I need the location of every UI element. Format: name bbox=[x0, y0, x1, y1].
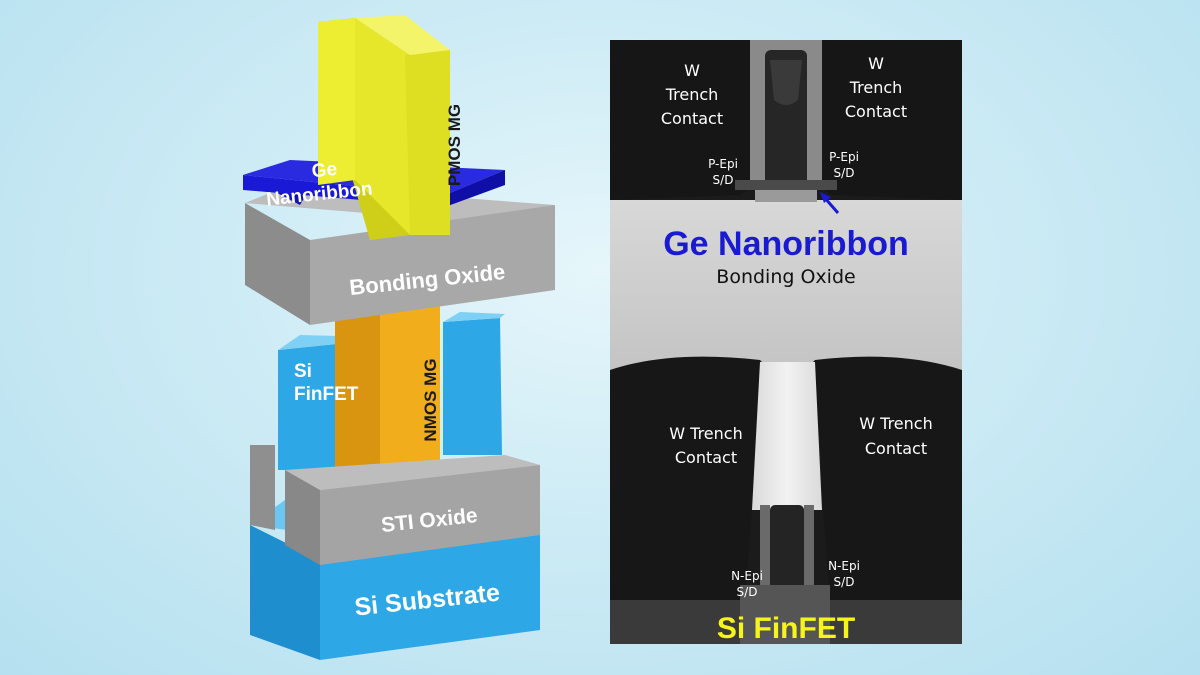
finfet-label-line2: FinFET bbox=[294, 384, 359, 405]
pmos-mg-label: PMOS MG bbox=[445, 104, 464, 186]
tem-top-right-contact-line2: Trench bbox=[849, 78, 903, 97]
tem-bottom-left-contact-line1: W Trench bbox=[669, 424, 742, 443]
tem-top-left-contact-line1: W bbox=[684, 61, 700, 80]
tem-si-finfet-label: Si FinFET bbox=[717, 612, 855, 644]
tem-top-left-contact bbox=[610, 40, 757, 200]
tem-p-epi-right-line1: P-Epi bbox=[829, 150, 859, 164]
tem-bottom-left-contact-line2: Contact bbox=[675, 448, 737, 467]
nmos-gate-block bbox=[335, 303, 440, 475]
si-label-line1: Si bbox=[294, 361, 312, 382]
tem-n-epi-left-line2: S/D bbox=[737, 585, 758, 599]
tem-p-epi-left-line2: S/D bbox=[713, 173, 734, 187]
tem-bonding-oxide bbox=[610, 200, 962, 370]
tem-image: W Trench Contact W Trench Contact P-Epi … bbox=[610, 40, 962, 644]
tem-top-left-contact-line2: Trench bbox=[665, 85, 719, 104]
sti-oxide-block bbox=[250, 445, 540, 565]
tem-top-right-contact bbox=[814, 40, 962, 200]
tem-bottom-right-contact bbox=[805, 356, 962, 600]
tem-bottom-left-contact bbox=[610, 356, 770, 600]
tem-p-epi-left-line1: P-Epi bbox=[708, 157, 738, 171]
tem-n-epi-right-line2: S/D bbox=[834, 575, 855, 589]
tem-top-right-contact-line1: W bbox=[868, 54, 884, 73]
tem-nanoribbon-arrow bbox=[820, 192, 840, 214]
tem-n-epi-right-line1: N-Epi bbox=[828, 559, 860, 573]
pmos-gate-block bbox=[318, 15, 450, 240]
stack-diagram: Ge Nanoribbon PMOS MG Bonding Oxide Si F… bbox=[243, 15, 555, 660]
nmos-mg-label: NMOS MG bbox=[421, 358, 440, 441]
tem-n-epi-left-line1: N-Epi bbox=[731, 569, 763, 583]
ge-label-line1: Ge bbox=[311, 159, 338, 183]
tem-top-right-contact-line3: Contact bbox=[845, 102, 907, 121]
tem-ge-nanoribbon-layer bbox=[735, 180, 837, 190]
tem-bottom-right-contact-line2: Contact bbox=[865, 439, 927, 458]
si-fin-right bbox=[443, 312, 505, 455]
tem-top-left-contact-line3: Contact bbox=[661, 109, 723, 128]
tem-p-epi-right-line2: S/D bbox=[834, 166, 855, 180]
tem-ge-nanoribbon-label: Ge Nanoribbon bbox=[663, 225, 909, 263]
tem-bottom-right-contact-line1: W Trench bbox=[859, 414, 932, 433]
tem-bonding-oxide-label: Bonding Oxide bbox=[716, 266, 855, 288]
